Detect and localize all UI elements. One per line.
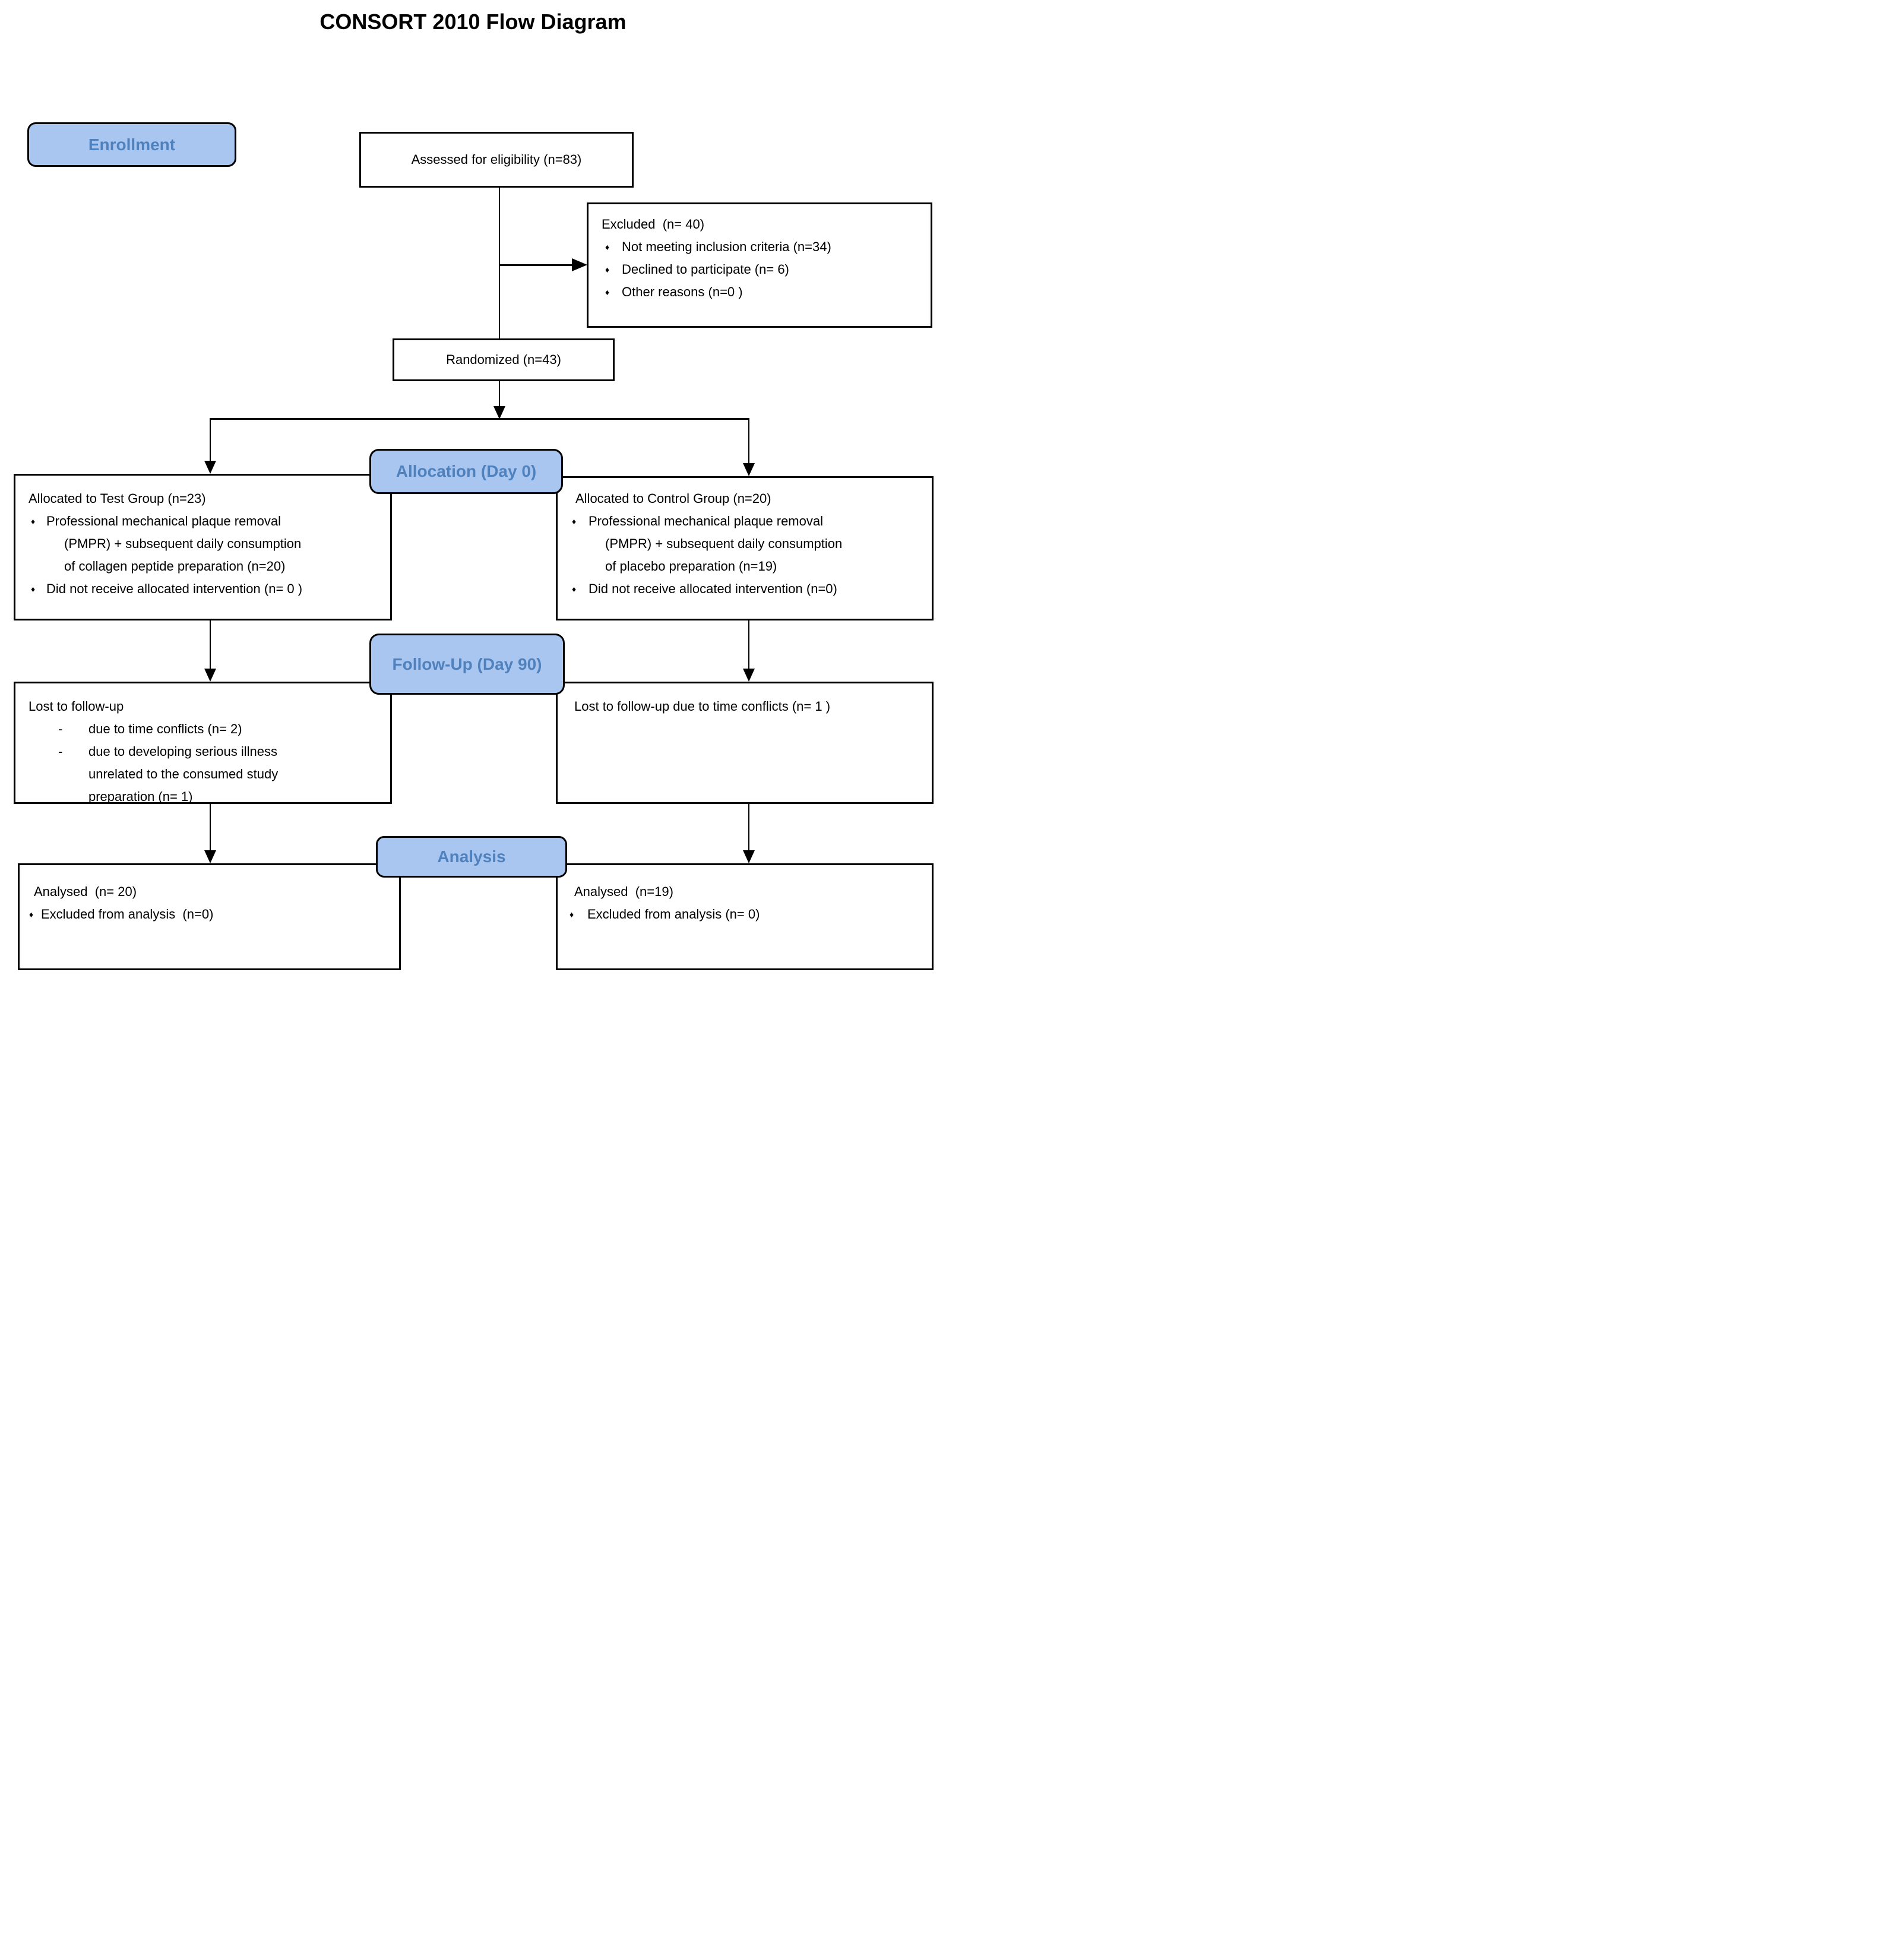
stage-followup: Follow-Up (Day 90) xyxy=(369,634,565,695)
diamond-bullet-icon: ♦ xyxy=(572,517,577,526)
arrowhead-into-alloc-right-icon xyxy=(743,463,755,476)
connector-split-to-alloc-right xyxy=(748,420,749,464)
alloc-left-bullet: ♦ Did not receive allocated intervention… xyxy=(31,578,385,600)
follow-left-item: - due to time conflicts (n= 2) xyxy=(58,718,385,740)
connector-branch-to-excluded xyxy=(499,264,573,266)
stage-enrollment: Enrollment xyxy=(27,122,236,167)
alloc-right-bullet-continuation: of placebo preparation (n=19) xyxy=(605,559,777,574)
stage-allocation: Allocation (Day 0) xyxy=(369,449,563,494)
stage-analysis: Analysis xyxy=(376,836,567,878)
excluded-item: ♦ Not meeting inclusion criteria (n=34) xyxy=(605,236,926,258)
box-allocation-test-group: Allocated to Test Group (n=23) ♦ Profess… xyxy=(14,474,392,620)
connector-alloc-to-follow-left xyxy=(210,620,211,669)
excluded-item: ♦ Other reasons (n=0 ) xyxy=(605,281,926,303)
alloc-left-bullet-continuation: of collagen peptide preparation (n=20) xyxy=(64,559,286,574)
arrowhead-into-analysis-left-icon xyxy=(204,850,216,863)
box-excluded: Excluded (n= 40) ♦ Not meeting inclusion… xyxy=(587,202,932,328)
box-allocation-control-group: Allocated to Control Group (n=20) ♦ Prof… xyxy=(556,476,934,620)
stage-enrollment-label: Enrollment xyxy=(88,135,176,154)
arrowhead-into-excluded-icon xyxy=(572,258,587,271)
follow-left-item-continuation: unrelated to the consumed study xyxy=(88,767,279,781)
arrowhead-into-analysis-right-icon xyxy=(743,850,755,863)
alloc-right-bullet: ♦ Did not receive allocated intervention… xyxy=(572,578,927,600)
analysis-left-bullet: ♦ Excluded from analysis (n=0) xyxy=(29,903,394,926)
arrowhead-into-follow-right-icon xyxy=(743,669,755,682)
connector-split-to-alloc-left xyxy=(210,420,211,461)
box-randomized-text: Randomized (n=43) xyxy=(446,352,561,367)
alloc-right-bullet: ♦ Professional mechanical plaque removal xyxy=(572,510,927,533)
alloc-right-heading: Allocated to Control Group (n=20) xyxy=(575,491,771,506)
excluded-heading: Excluded (n= 40) xyxy=(602,217,705,232)
dash-bullet-icon: - xyxy=(58,744,63,759)
follow-left-heading: Lost to follow-up xyxy=(29,699,124,714)
connector-randomized-down xyxy=(499,381,500,407)
box-analysis-control-group: Analysed (n=19) ♦ Excluded from analysis… xyxy=(556,863,934,970)
arrowhead-randomized-split-icon xyxy=(493,406,505,419)
diamond-bullet-icon: ♦ xyxy=(572,584,577,594)
analysis-right-heading: Analysed (n=19) xyxy=(574,884,673,899)
follow-left-item: - due to developing serious illness xyxy=(58,740,385,763)
diamond-bullet-icon: ♦ xyxy=(605,242,610,252)
alloc-left-bullet: ♦ Professional mechanical plaque removal xyxy=(31,510,385,533)
stage-allocation-label: Allocation (Day 0) xyxy=(396,462,537,480)
stage-analysis-label: Analysis xyxy=(437,847,506,866)
box-followup-test-group: Lost to follow-up - due to time conflict… xyxy=(14,682,392,804)
connector-follow-to-analysis-left xyxy=(210,804,211,850)
box-randomized: Randomized (n=43) xyxy=(393,338,615,381)
diamond-bullet-icon: ♦ xyxy=(570,910,574,919)
analysis-right-bullet: ♦ Excluded from analysis (n= 0) xyxy=(570,903,927,926)
diamond-bullet-icon: ♦ xyxy=(605,265,610,274)
box-analysis-test-group: Analysed (n= 20) ♦ Excluded from analysi… xyxy=(18,863,401,970)
diamond-bullet-icon: ♦ xyxy=(29,910,34,919)
excluded-item: ♦ Declined to participate (n= 6) xyxy=(605,258,926,281)
arrowhead-into-alloc-left-icon xyxy=(204,461,216,474)
follow-left-item-continuation: preparation (n= 1) xyxy=(88,789,193,804)
alloc-left-bullet-continuation: (PMPR) + subsequent daily consumption xyxy=(64,536,302,551)
analysis-left-heading: Analysed (n= 20) xyxy=(34,884,137,899)
alloc-left-heading: Allocated to Test Group (n=23) xyxy=(29,491,206,506)
connector-alloc-to-follow-right xyxy=(748,620,749,669)
box-assessed: Assessed for eligibility (n=83) xyxy=(359,132,634,188)
stage-followup-label: Follow-Up (Day 90) xyxy=(392,654,542,673)
consort-flow-diagram: CONSORT 2010 Flow Diagram Enrollment All… xyxy=(0,0,946,980)
follow-right-text: Lost to follow-up due to time conflicts … xyxy=(574,699,831,714)
dash-bullet-icon: - xyxy=(58,721,63,736)
connector-split-line xyxy=(210,418,749,420)
box-followup-control-group: Lost to follow-up due to time conflicts … xyxy=(556,682,934,804)
diamond-bullet-icon: ♦ xyxy=(31,584,36,594)
page-title: CONSORT 2010 Flow Diagram xyxy=(319,10,627,34)
arrowhead-into-follow-left-icon xyxy=(204,669,216,682)
connector-assessed-to-randomized xyxy=(499,188,500,338)
alloc-right-bullet-continuation: (PMPR) + subsequent daily consumption xyxy=(605,536,843,551)
diamond-bullet-icon: ♦ xyxy=(31,517,36,526)
box-assessed-text: Assessed for eligibility (n=83) xyxy=(411,152,582,167)
connector-follow-to-analysis-right xyxy=(748,804,749,850)
diamond-bullet-icon: ♦ xyxy=(605,287,610,297)
